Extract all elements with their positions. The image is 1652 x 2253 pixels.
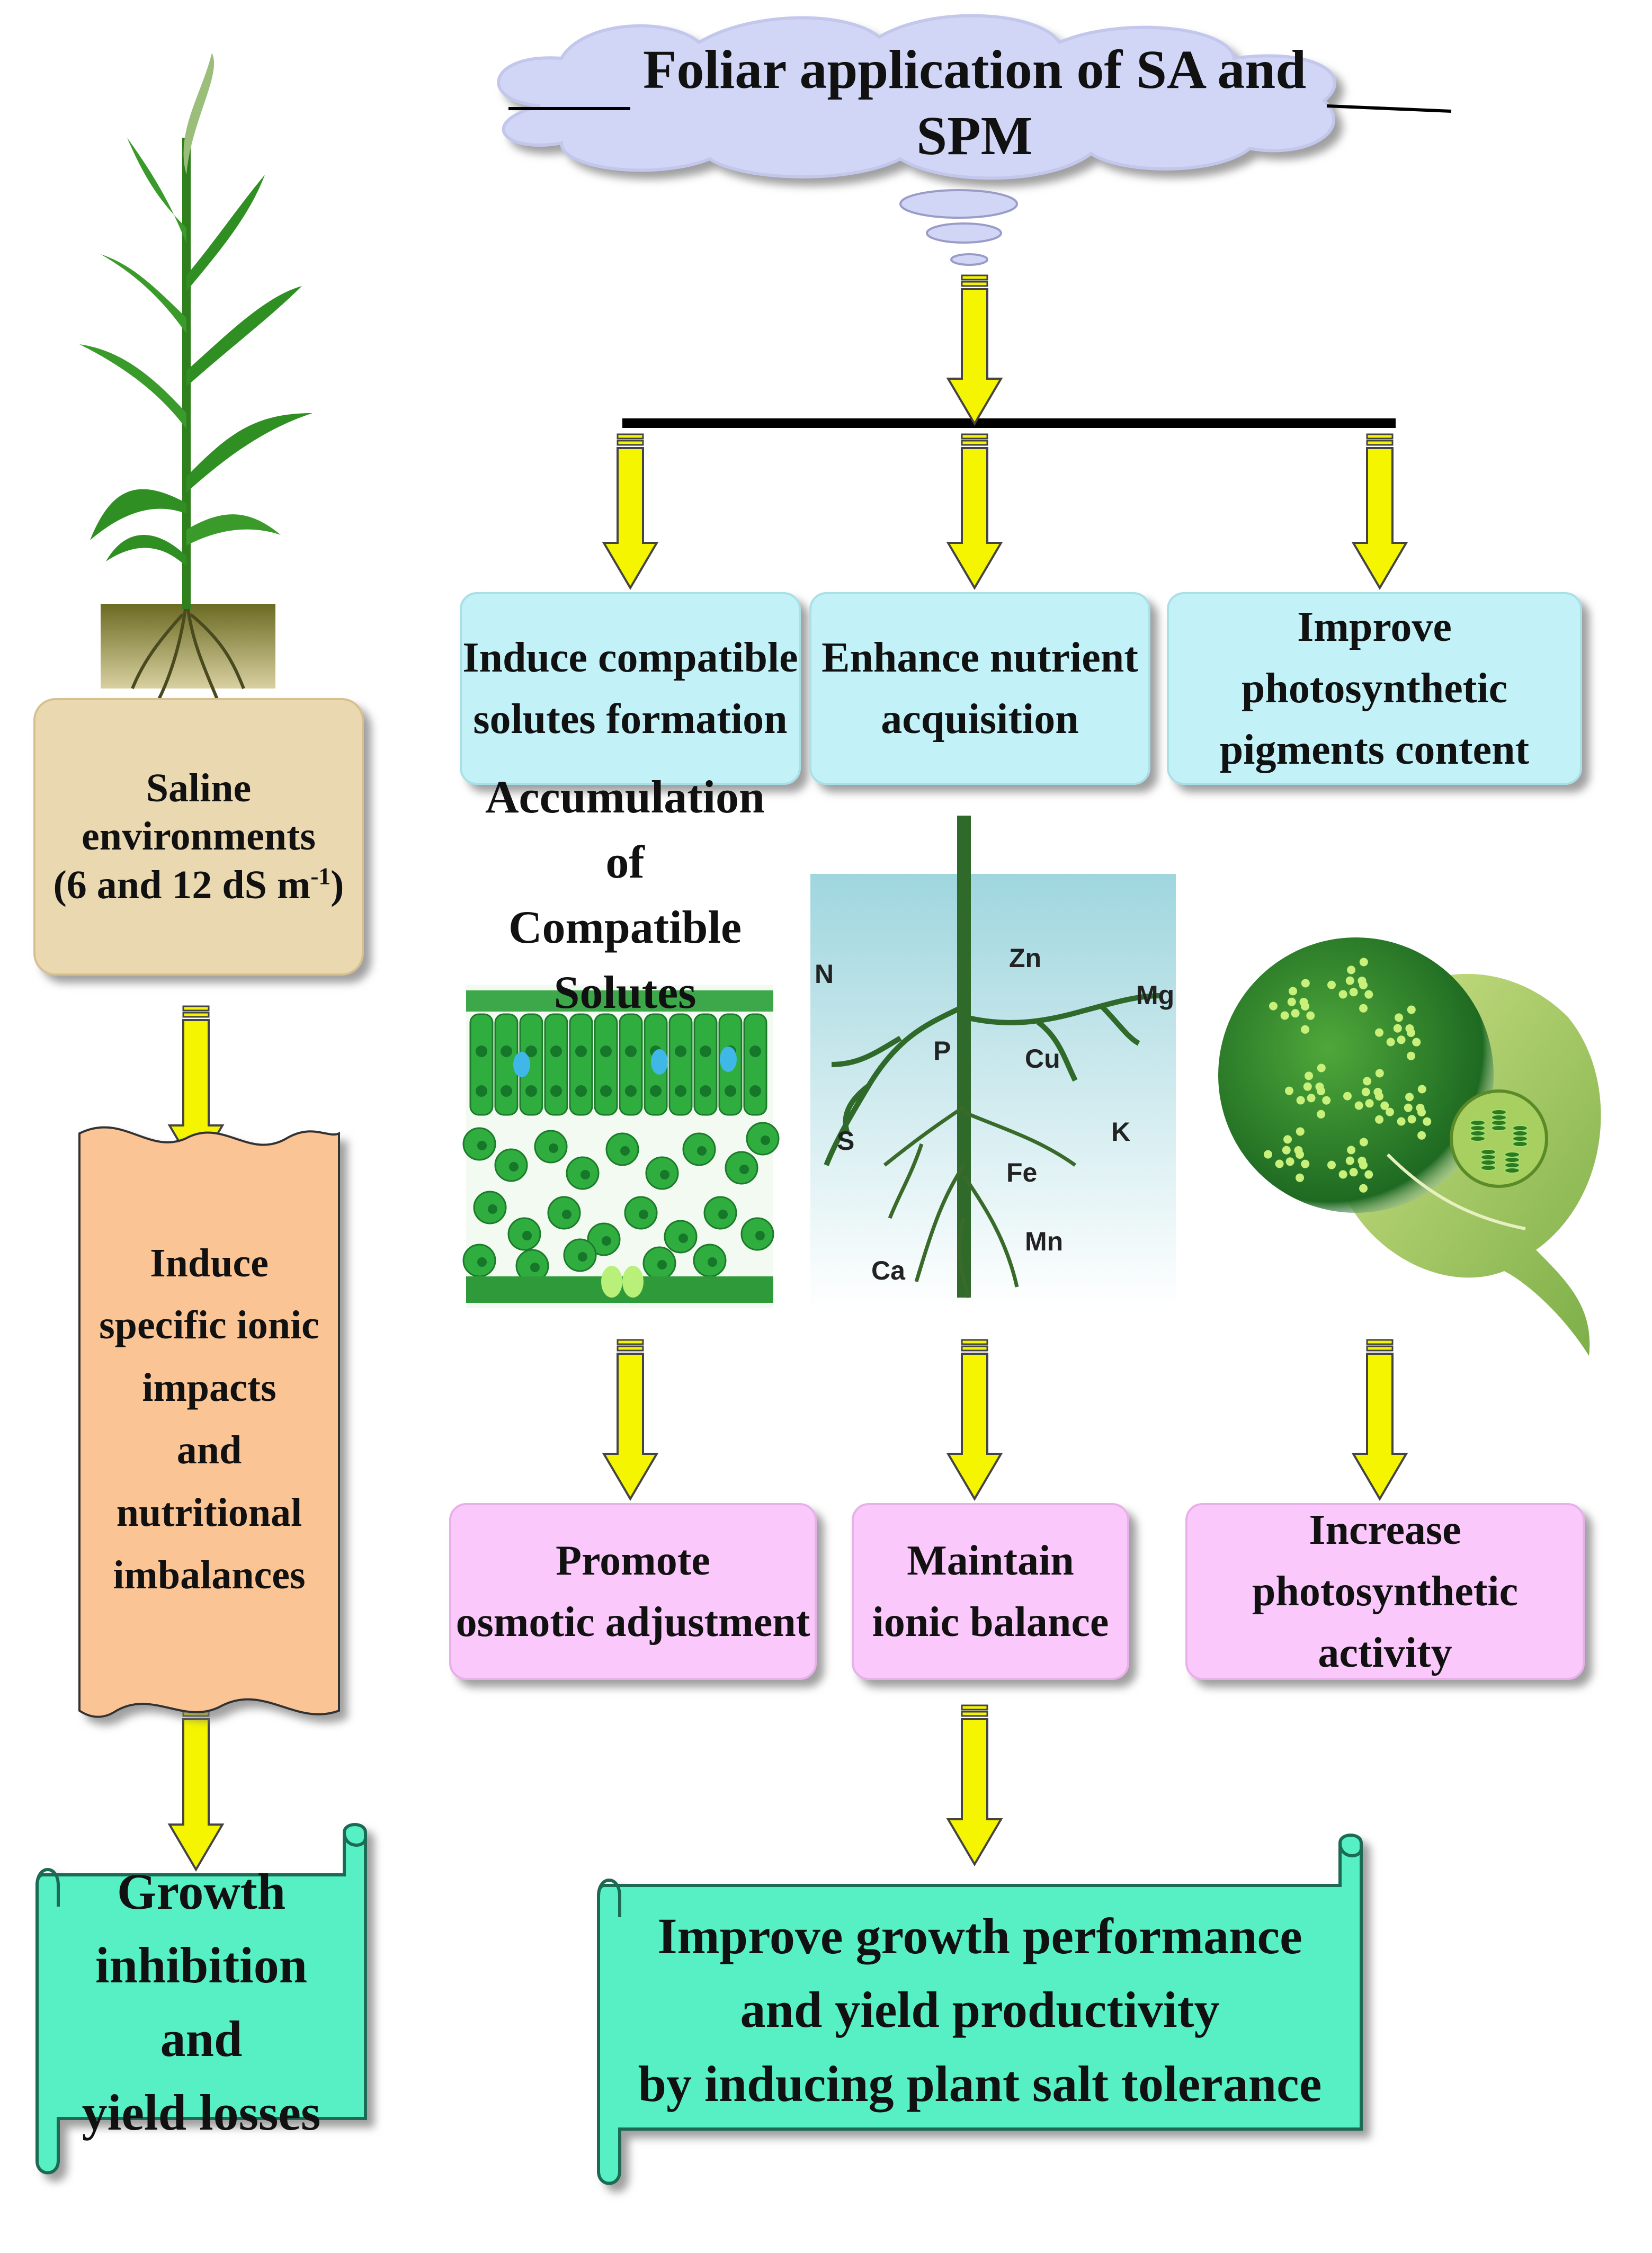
nutrient-k: K [1111, 1117, 1131, 1147]
result-box-2 [852, 1503, 1129, 1680]
branch-bar [622, 418, 1396, 428]
saline-box [33, 698, 364, 976]
title-text: Foliar application of SA and SPM [609, 39, 1340, 166]
nutrient-s: S [837, 1126, 855, 1156]
result-1-line-1: Promote [556, 1537, 710, 1584]
nutrient-p: P [933, 1036, 951, 1066]
saline-line-3: (6 and 12 dS m-1) [53, 862, 344, 907]
nutrient-zn: Zn [1009, 943, 1042, 973]
arrow-title-to-bar [946, 274, 1003, 426]
impact-line-5: nutritional [116, 1490, 302, 1535]
left-scroll [35, 1823, 367, 2175]
arrow-to-result-1 [602, 1339, 659, 1501]
result-text-1: Promote osmotic adjustment [450, 1509, 816, 1674]
impact-line-3: impacts [142, 1365, 276, 1410]
impact-banner [78, 1126, 340, 1718]
nutrient-n: N [815, 959, 834, 989]
effect-3-line-2: pigments content [1219, 727, 1530, 773]
saline-line-1: Saline [146, 766, 252, 811]
final-line-3: by inducing plant salt tolerance [638, 2055, 1322, 2112]
effect-2-line-2: acquisition [881, 696, 1079, 743]
result-1-line-2: osmotic adjustment [456, 1599, 810, 1646]
nutrient-ca: Ca [871, 1256, 905, 1285]
arrow-to-effect-2 [946, 433, 1003, 590]
result-3-line-1: Increase [1309, 1507, 1461, 1553]
arrow-to-effect-3 [1351, 433, 1408, 590]
impact-text: Induce specific ionic impacts and nutrit… [85, 1202, 334, 1637]
effect-2-line-1: Enhance nutrient [821, 634, 1138, 681]
flow-arrows [167, 274, 1408, 1872]
cloud-puff-2 [926, 222, 1002, 244]
saline-line-2: environments [82, 814, 316, 859]
leaf-cells-illustration [462, 985, 780, 1308]
saline-text: Saline environments (6 and 12 dS m-1) [37, 710, 360, 964]
result-box-3 [1185, 1503, 1585, 1680]
cloud-puff-3 [950, 253, 988, 266]
impact-line-4: and [176, 1428, 242, 1472]
arrow-to-effect-1 [602, 433, 659, 590]
effect-text-3: Improve photosynthetic pigments content [1168, 604, 1581, 773]
root-nutrients-illustration [810, 816, 1176, 1308]
nutrient-mg: Mg [1136, 980, 1175, 1010]
cloud-puff-1 [899, 189, 1018, 219]
result-2-line-1: Maintain [907, 1537, 1074, 1584]
plant-illustration [79, 53, 312, 700]
result-3-line-2: photosynthetic activity [1252, 1568, 1519, 1676]
solutes-caption-line-1: Accumulation of [485, 771, 765, 888]
growth-line-1: Growth [117, 1863, 286, 1920]
result-text-3: Increase photosynthetic activity [1186, 1507, 1584, 1676]
effect-text-1: Induce compatible solutes formation [461, 604, 800, 773]
effect-1-line-2: solutes formation [473, 696, 788, 743]
final-line-2: and yield productivity [740, 1981, 1220, 2039]
effect-1-line-1: Induce compatible [462, 634, 798, 681]
effect-box-1 [460, 592, 801, 785]
result-2-line-2: ionic balance [872, 1599, 1109, 1646]
final-text: Improve growth performance and yield pro… [620, 1896, 1340, 2124]
arrow-to-result-3 [1351, 1339, 1408, 1501]
growth-line-3: yield losses [82, 2084, 321, 2141]
effect-3-line-1: Improve photosynthetic [1241, 604, 1508, 712]
title-label: Foliar application of SA and SPM [642, 39, 1307, 166]
growth-line-2: inhibition and [95, 1936, 308, 2067]
impact-line-6: imbalances [113, 1552, 306, 1597]
result-box-1 [449, 1503, 817, 1680]
arrow-impact-to-outcome [167, 1704, 225, 1872]
solutes-caption-line-2: Compatible Solutes [508, 902, 742, 1019]
effect-text-2: Enhance nutrient acquisition [810, 604, 1149, 773]
chloroplast-illustration [1218, 937, 1601, 1356]
title-cloud [497, 14, 1452, 266]
nutrient-mn: Mn [1025, 1227, 1064, 1256]
impact-line-2: specific ionic [99, 1303, 319, 1348]
growth-inhibition-text: Growth inhibition and yield losses [58, 1863, 344, 2141]
nutrient-fe: Fe [1006, 1158, 1038, 1187]
final-line-1: Improve growth performance [657, 1908, 1302, 1965]
arrow-to-final [946, 1704, 1003, 1866]
effect-box-3 [1167, 592, 1582, 785]
impact-line-1: Induce [150, 1240, 269, 1285]
solutes-caption: Accumulation of Compatible Solutes [466, 772, 784, 1019]
final-scroll [597, 1834, 1363, 2185]
result-text-2: Maintain ionic balance [853, 1509, 1128, 1674]
effect-box-2 [809, 592, 1150, 785]
nutrient-cu: Cu [1025, 1044, 1060, 1074]
arrow-to-result-2 [946, 1339, 1003, 1501]
